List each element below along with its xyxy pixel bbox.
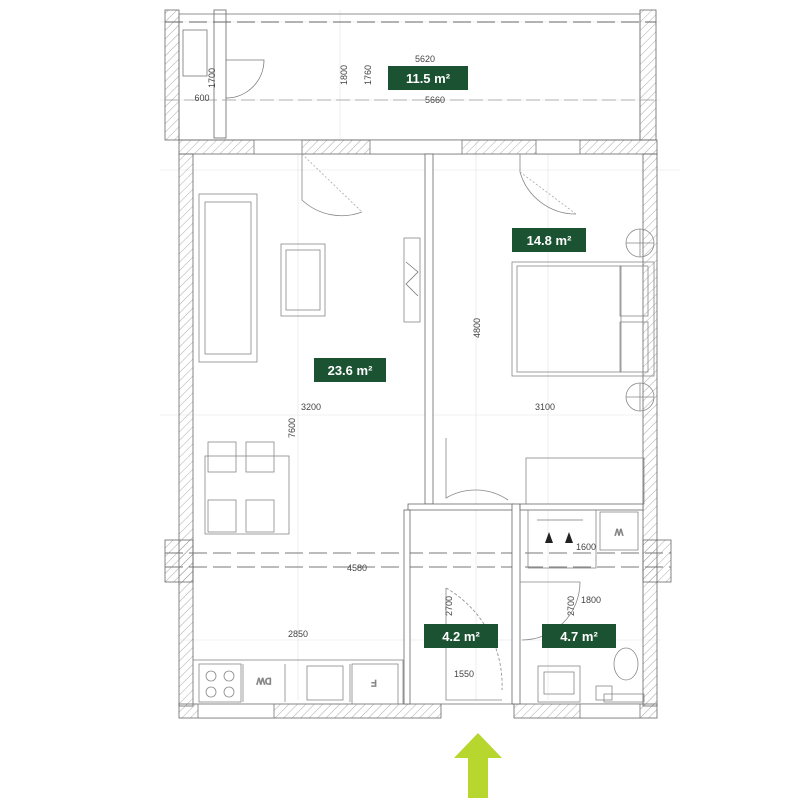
- column-left: [164, 539, 194, 583]
- bed-mattress: [516, 265, 622, 373]
- balcony-divider: [213, 9, 227, 139]
- chair-2: [245, 441, 275, 473]
- dim-4580: 4580: [347, 563, 367, 573]
- dim-3200: 3200: [301, 402, 321, 412]
- washer-label: W: [614, 527, 623, 537]
- dining-table: [204, 455, 290, 535]
- wall-hall-left: [403, 509, 411, 705]
- burner-4: [223, 686, 235, 698]
- dim-1600: 1600: [576, 542, 596, 552]
- sofa-seat: [204, 201, 252, 355]
- window-top-mid: [369, 139, 463, 155]
- dim-1700: 1700: [207, 68, 217, 88]
- wall-left: [178, 153, 194, 707]
- bedroom-furniture: [445, 154, 655, 505]
- pillow-1: [619, 265, 649, 317]
- balcony-wall-right: [639, 9, 657, 141]
- bath-sink-bowl: [543, 671, 575, 695]
- dim-1800-balcony: 1800: [339, 65, 349, 85]
- balcony-cabinet: [182, 29, 208, 77]
- wall-living-bedroom: [424, 153, 434, 505]
- window-top-right: [535, 139, 581, 155]
- door-swing-bedroom: [519, 154, 577, 215]
- wall-hall-top: [407, 503, 515, 511]
- area-label-bedroom: 14.8 m²: [512, 228, 586, 252]
- burner-3: [205, 686, 217, 698]
- sofa: [198, 193, 258, 363]
- interior-walls: [403, 153, 644, 705]
- washer: [599, 511, 639, 551]
- dishwasher-label: DW: [256, 676, 271, 686]
- toilet-tank: [603, 693, 645, 703]
- shower-arrow-2: [565, 532, 573, 543]
- kitchen: DW F: [192, 659, 404, 705]
- door-swing-bedroom-hall: [445, 438, 509, 501]
- burner-2: [223, 670, 235, 682]
- dim-4800: 4800: [472, 318, 482, 338]
- area-bathroom: 4.7 m²: [560, 629, 598, 644]
- pillow-2: [619, 321, 649, 373]
- bath-sink: [537, 665, 581, 703]
- dim-600: 600: [194, 93, 209, 103]
- dim-5660: 5660: [425, 95, 445, 105]
- guide-lines: [160, 10, 680, 700]
- chair-4: [245, 499, 275, 533]
- area-hall: 4.2 m²: [442, 629, 480, 644]
- wardrobe: [525, 457, 645, 505]
- entrance-arrow-icon: [454, 733, 502, 798]
- toilet-bowl: [613, 647, 639, 681]
- balcony-wall-left: [164, 9, 180, 141]
- area-bedroom: 14.8 m²: [527, 233, 572, 248]
- area-label-balcony: 11.5 m²: [388, 66, 468, 90]
- tv-icon: [405, 261, 419, 297]
- balcony: 5620 5660 1800 1760 1700 600: [164, 9, 657, 141]
- dim-2700-bath: 2700: [566, 596, 576, 616]
- door-swing-living: [301, 154, 363, 217]
- bathroom-fixtures: W: [520, 509, 645, 703]
- dim-1800-bath: 1800: [581, 595, 601, 605]
- chair-3: [207, 499, 237, 533]
- dim-5620: 5620: [415, 54, 435, 64]
- column-right: [642, 539, 672, 583]
- living-furniture: [198, 153, 421, 535]
- dim-2700-hall: 2700: [444, 596, 454, 616]
- dim-1550: 1550: [454, 669, 474, 679]
- exterior-walls: [164, 139, 672, 719]
- wall-hall-right: [511, 503, 521, 705]
- bidet: [595, 685, 613, 701]
- wall-right: [642, 153, 658, 707]
- shower: [527, 509, 597, 569]
- area-label-living: 23.6 m²: [314, 358, 386, 382]
- window-bottom-right: [579, 703, 641, 719]
- dim-7600: 7600: [287, 418, 297, 438]
- coffee-table-inner: [285, 249, 321, 311]
- shower-arrow-1: [545, 532, 553, 543]
- bed: [511, 261, 655, 377]
- fridge-label: F: [371, 678, 377, 688]
- stove: [198, 663, 242, 703]
- dim-3100: 3100: [535, 402, 555, 412]
- area-balcony: 11.5 m²: [406, 71, 451, 86]
- chair-1: [207, 441, 237, 473]
- balcony-door-swing: [225, 59, 265, 99]
- tv-stand: [403, 237, 421, 323]
- window-top-left: [253, 139, 303, 155]
- counter: [192, 659, 404, 705]
- coffee-table: [280, 243, 326, 317]
- door-swing-bathroom: [520, 581, 581, 641]
- wall-bath-top: [519, 503, 644, 511]
- area-label-hall: 4.2 m²: [424, 624, 498, 648]
- burner-1: [205, 670, 217, 682]
- area-living: 23.6 m²: [328, 363, 373, 378]
- dim-1760: 1760: [363, 65, 373, 85]
- fridge: [351, 663, 399, 705]
- kitchen-sink: [306, 665, 344, 701]
- dim-2850: 2850: [288, 629, 308, 639]
- window-bottom-left: [197, 703, 275, 719]
- area-label-bathroom: 4.7 m²: [542, 624, 616, 648]
